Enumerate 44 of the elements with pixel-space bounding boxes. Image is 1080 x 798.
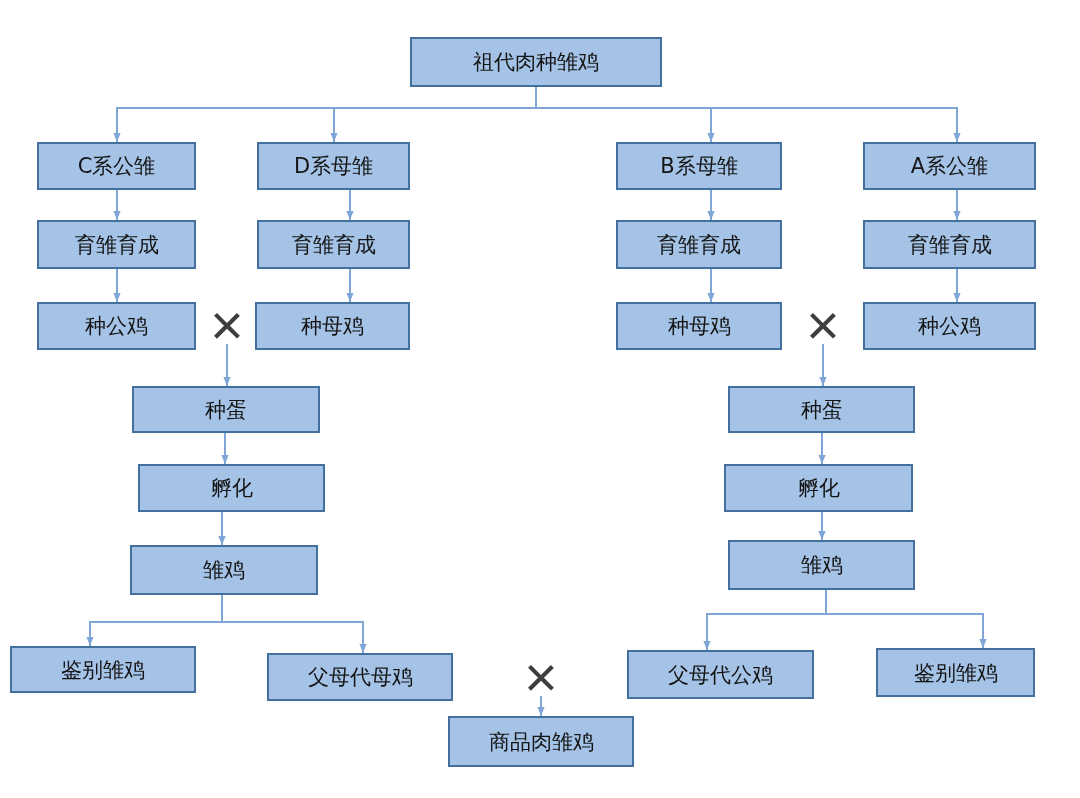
process-box: 育雏育成	[863, 220, 1036, 269]
process-box: 鉴别雏鸡	[876, 648, 1035, 697]
process-box: 孵化	[724, 464, 913, 512]
arrow	[818, 432, 826, 465]
process-box: C系公雏	[37, 142, 196, 190]
arrow	[113, 189, 121, 221]
arrow	[953, 268, 961, 303]
process-box: B系母雏	[616, 142, 782, 190]
arrow	[819, 343, 827, 387]
arrow	[346, 189, 354, 221]
cross-mark: ×	[803, 306, 843, 344]
process-box: 种蛋	[728, 386, 915, 433]
arrow	[346, 268, 354, 303]
process-box: 种母鸡	[255, 302, 410, 350]
process-box: 孵化	[138, 464, 325, 512]
arrow	[825, 589, 987, 649]
process-box: D系母雏	[257, 142, 410, 190]
arrow	[221, 594, 367, 654]
arrow	[537, 695, 545, 717]
process-box: 种母鸡	[616, 302, 782, 350]
process-box: 育雏育成	[616, 220, 782, 269]
arrow	[113, 268, 121, 303]
arrow	[818, 511, 826, 541]
process-box: 种蛋	[132, 386, 320, 433]
process-box: 雏鸡	[728, 540, 915, 590]
cross-mark: ×	[207, 306, 247, 344]
process-box: 育雏育成	[37, 220, 196, 269]
cross-mark: ×	[521, 658, 561, 696]
process-box: 父母代母鸡	[267, 653, 453, 701]
process-box: 鉴别雏鸡	[10, 646, 196, 693]
arrow	[223, 343, 231, 387]
process-box: 育雏育成	[257, 220, 410, 269]
process-box: 父母代公鸡	[627, 650, 814, 699]
process-box: 祖代肉种雏鸡	[410, 37, 662, 87]
process-box: 种公鸡	[37, 302, 196, 350]
process-box: A系公雏	[863, 142, 1036, 190]
arrow	[707, 268, 715, 303]
process-box: 种公鸡	[863, 302, 1036, 350]
arrow	[953, 189, 961, 221]
arrow	[707, 189, 715, 221]
process-box: 雏鸡	[130, 545, 318, 595]
arrow	[221, 432, 229, 465]
arrow	[218, 511, 226, 546]
process-box: 商品肉雏鸡	[448, 716, 634, 767]
